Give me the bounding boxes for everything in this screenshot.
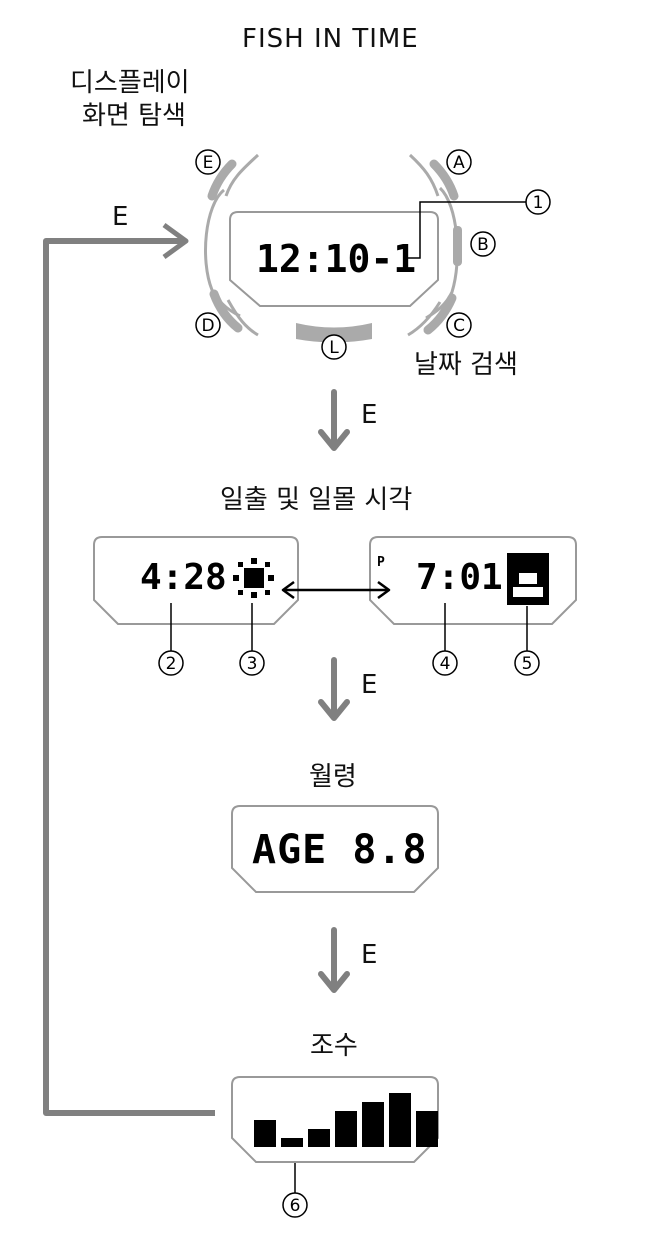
sunset-pm-indicator: P [377,555,385,570]
display-nav-label-line2: 화면 탐색 [82,101,186,131]
sun-icon [233,558,274,598]
down-arrows [318,389,350,993]
sun-toggle-arrow [281,580,391,600]
tide-bar [254,1120,276,1147]
button-d-label: D [195,312,221,338]
callout-1: 1 [525,189,551,215]
moon-screen-frame [231,805,439,893]
button-b-shape [453,226,462,266]
callout-6: 6 [282,1192,308,1218]
down-arrow-1 [318,389,350,451]
tide-bar-graph [254,1093,438,1147]
sunrise-screen-frame [93,536,299,625]
svg-text:B: B [477,235,489,255]
step1-arrow-label: E [361,400,378,430]
tide-bar [335,1111,357,1147]
svg-text:4: 4 [440,654,451,674]
loop-arrow-label: E [112,202,129,232]
watch-case-right [425,186,459,320]
tide-bar [362,1102,384,1147]
button-l-label: L [321,334,347,360]
svg-text:A: A [453,153,465,173]
svg-text:C: C [453,316,465,336]
watch-display-text: 12:10-1 [256,237,417,281]
svg-text:D: D [201,316,214,336]
callout-5: 5 [514,650,540,676]
button-b-label: B [470,231,496,257]
callout-numbers: 1 2 3 4 5 6 [158,189,551,1218]
button-d-shape [209,289,243,333]
watch-display-frame [229,211,439,307]
svg-text:L: L [329,338,339,358]
button-l-shape [296,323,372,343]
button-a-label: A [446,149,472,175]
watch-illustration [204,153,526,343]
button-e-shape [207,159,237,201]
tide-bar [281,1138,303,1147]
step1-title: 일출 및 일몰 시각 [220,485,413,515]
down-arrow-3 [318,927,350,993]
button-c-shape [423,293,457,335]
sunset-time: 7:01 [416,557,503,598]
moon-age-text: AGE 8.8 [252,827,428,873]
callout-4: 4 [432,650,458,676]
watch-case-left [204,188,241,318]
sunset-icon [507,553,549,605]
sunrise-time: 4:28 [140,557,227,598]
tide-bar [389,1093,411,1147]
display-nav-label-line1: 디스플레이 [70,68,190,98]
svg-text:E: E [203,153,214,173]
button-a-shape [429,159,459,201]
svg-text:6: 6 [290,1196,301,1216]
tide-bar [416,1111,438,1147]
button-e-label: E [195,149,221,175]
diagram-title: FISH IN TIME [242,24,419,54]
down-arrow-2 [318,657,350,721]
button-c-label: C [446,312,472,338]
loop-arrow [43,222,215,1116]
step2-arrow-label: E [361,670,378,700]
svg-text:2: 2 [166,654,177,674]
svg-text:3: 3 [247,654,258,674]
svg-text:1: 1 [533,193,544,213]
date-search-label: 날짜 검색 [414,350,518,380]
callout-1-leader [408,201,526,259]
callout-3: 3 [239,650,265,676]
tide-bar [308,1129,330,1147]
step3-arrow-label: E [361,940,378,970]
step3-title: 조수 [310,1031,358,1061]
step2-title: 월령 [309,762,357,792]
svg-text:5: 5 [522,654,533,674]
callout-2: 2 [158,650,184,676]
button-labels: E A B C D L [195,149,496,360]
